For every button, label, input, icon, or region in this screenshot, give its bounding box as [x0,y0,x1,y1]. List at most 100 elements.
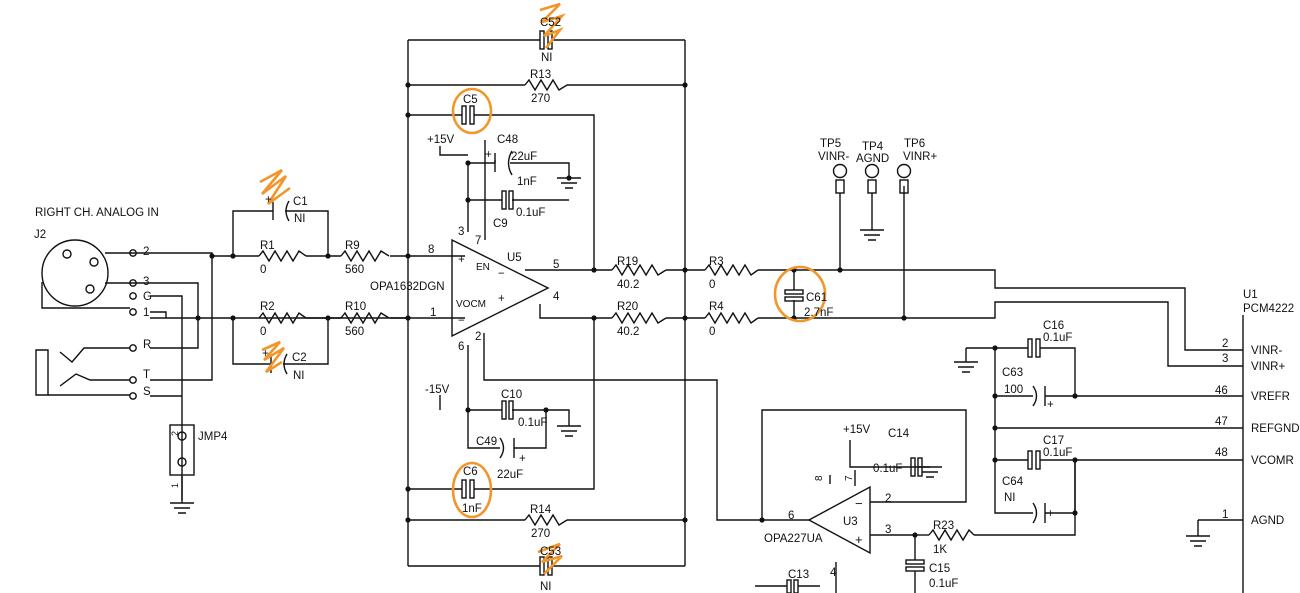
r10-ref: R10 [345,301,366,313]
c52-ref: C52 [540,17,561,29]
c1-scribble [259,168,291,206]
r4-value: 0 [709,326,715,338]
jmp4-ref: JMP4 [198,431,228,443]
r13-value: 270 [531,93,550,105]
c6-ref: C6 [463,466,478,478]
tp5-net: VINR- [818,151,849,163]
c15-value: 0.1uF [929,578,958,590]
r10-value: 560 [345,326,364,338]
r1-value: 0 [260,264,266,276]
u1-pin-num-47: 47 [1215,416,1228,428]
r4-ref: R4 [709,301,724,313]
c2-plus: + [262,348,269,360]
supply-pos-label: +15V [427,134,455,146]
u1-part: PCM4222 [1243,303,1294,315]
tp6-ref: TP6 [904,138,925,150]
orange-annotations [259,2,827,575]
c15-ref: C15 [929,563,950,575]
r13-ref: R13 [530,69,551,81]
r3-value: 0 [709,279,715,291]
c6-highlight-circle [451,461,493,519]
j2-pin-s: S [143,386,151,398]
c64-ref: C64 [1002,476,1024,488]
r19-value: 40.2 [617,279,639,291]
jmp4-pin-2: 2 [170,431,180,436]
c1-plus: + [265,194,272,206]
j2-ref: J2 [34,229,46,241]
c52-scribble [539,2,567,49]
c61-ref: C61 [806,292,827,304]
c16-value: 0.1uF [1043,332,1072,344]
c2-ref: C2 [292,352,307,364]
c49-ref: C49 [476,436,497,448]
c53-scribble [537,542,563,575]
r14-value: 270 [531,528,550,540]
r20-value: 40.2 [617,326,639,338]
c48-ref: C48 [497,134,518,146]
r2-ref: R2 [260,301,275,313]
c63-value: 100 [1004,384,1023,396]
u5-en-label: EN [476,262,490,273]
c52-value: NI [541,52,553,64]
r1-ref: R1 [260,240,275,252]
u3-pin-4: 4 [830,567,837,579]
c49-value: 22uF [497,469,523,481]
u5-pin-7: 7 [475,235,481,247]
r20-ref: R20 [617,301,638,313]
c2-value: NI [293,370,305,382]
u5-pin-1: 1 [430,307,436,319]
j2-pin-t: T [143,369,150,381]
j2-pin-g: G [143,291,152,303]
j2-pin-3: 3 [143,276,149,288]
u5-in-minus: − [458,315,465,327]
u3-pin-8: 8 [814,475,825,481]
r9-value: 560 [345,264,364,276]
c49-plus: + [519,453,526,465]
u3-minus: − [855,496,863,511]
u1-pin-name-vrefr: VREFR [1251,391,1290,403]
j2-pin-2: 2 [143,246,149,258]
c5-ref: C5 [463,94,478,106]
u5-out-plus: + [498,293,505,305]
c5-highlight-circle [451,87,493,135]
u1-pin-name-vinr-minus: VINR- [1251,345,1282,357]
u1-pin-num-2: 2 [1222,338,1228,350]
jmp4-pin-1: 1 [170,483,180,488]
u1-pin-name-vcomr: VCOMR [1251,455,1294,467]
u3-pin-7: 7 [844,475,855,481]
u1-ref: U1 [1243,289,1258,301]
c48-value: 22uF [511,151,537,163]
c63-plus: + [1047,399,1054,411]
r2-value: 0 [260,326,266,338]
c64-value: NI [1004,492,1016,504]
u5-pin-8: 8 [428,244,434,256]
c17-ref: C17 [1043,435,1064,447]
c61-highlight-circle [773,265,827,323]
resistors [258,78,975,542]
u5-pin-6: 6 [458,341,464,353]
c10-value: 0.1uF [518,417,547,429]
opamp-u3 [807,485,871,555]
c48b-value: 1nF [517,176,537,188]
c64-plus: + [1047,508,1054,520]
u3-plus: + [855,532,863,547]
c14-value: 0.1uF [873,463,902,475]
c48-plus: + [485,149,492,161]
u3-pin-2: 2 [885,493,891,505]
c17-value: 0.1uF [1043,447,1072,459]
u5-pin-3: 3 [458,226,464,238]
u3-part: OPA227UA [764,533,823,545]
c53-value: NI [540,581,552,593]
c16-ref: C16 [1043,320,1064,332]
u3-pin-3: 3 [885,524,891,536]
supply-neg-label: -15V [425,384,450,396]
u1-pin-num-1: 1 [1222,509,1228,521]
j2-pin-r: R [143,339,151,351]
c9-value: 0.1uF [516,207,545,219]
opamp-u5 [451,238,550,338]
tp4-ref: TP4 [862,141,884,153]
c61-value: 2.7nF [804,307,833,319]
ground-symbols [170,177,1210,547]
r23-ref: R23 [933,520,954,532]
